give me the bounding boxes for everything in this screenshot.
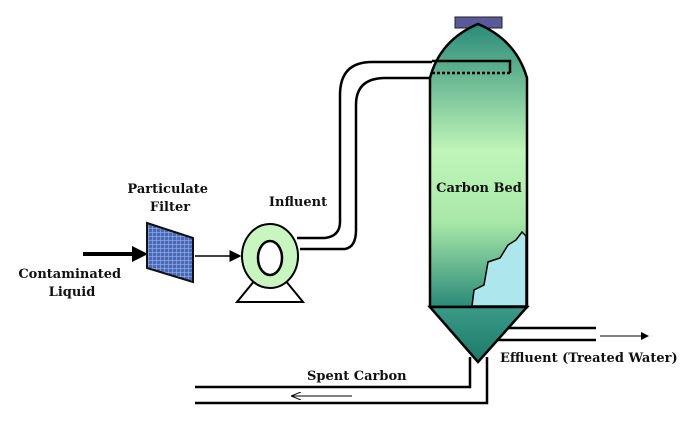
label-particulate-filter: Particulate Filter (127, 182, 212, 215)
effluent-pipe (497, 326, 649, 342)
particulate-filter-icon (146, 221, 194, 284)
label-effluent: Effluent (Treated Water) (500, 351, 678, 366)
label-contaminated-liquid: Contaminated Liquid (18, 267, 125, 300)
carbon-vessel (427, 16, 530, 364)
label-carbon-bed: Carbon Bed (436, 181, 522, 196)
pump-icon (234, 223, 306, 303)
label-influent: Influent (269, 195, 327, 210)
inlet-arrow (83, 246, 148, 262)
label-spent-carbon: Spent Carbon (307, 369, 407, 384)
spent-carbon-pipe (195, 357, 489, 405)
influent-pipe (297, 60, 432, 251)
carbon-granules-icon (471, 230, 527, 307)
